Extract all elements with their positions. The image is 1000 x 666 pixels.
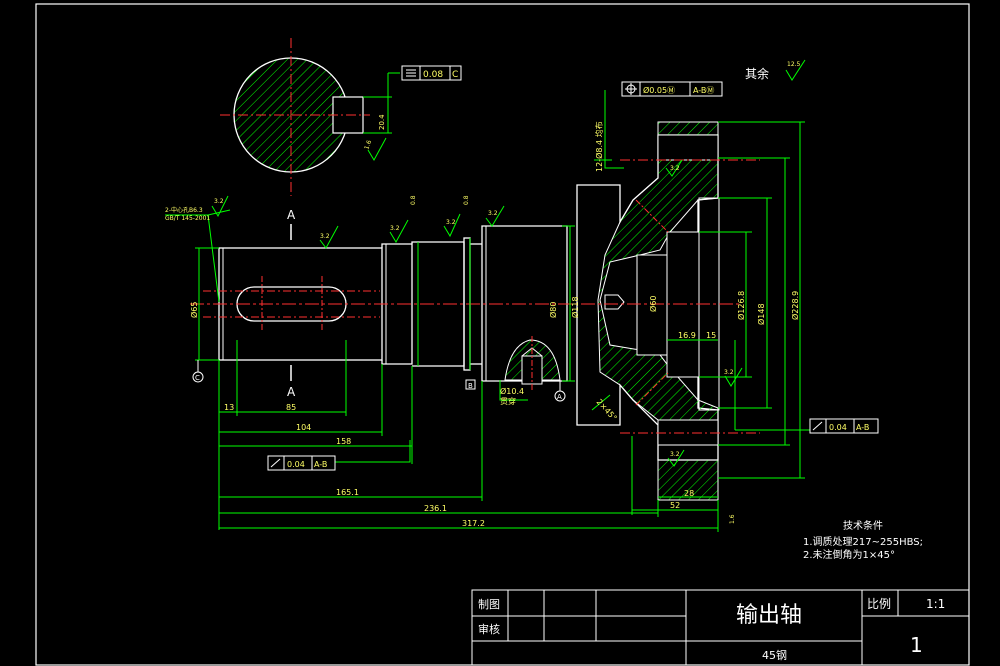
svg-text:3.2: 3.2 <box>488 210 498 217</box>
dimension-lines <box>165 90 810 532</box>
scale-label: 比例 <box>867 597 891 611</box>
svg-text:C: C <box>195 374 200 382</box>
svg-text:3.2: 3.2 <box>390 225 400 232</box>
svg-text:16.9: 16.9 <box>678 331 696 340</box>
svg-text:Ø10.4: Ø10.4 <box>500 386 524 396</box>
svg-text:0.08: 0.08 <box>423 70 443 80</box>
runout-tolerance-frame-right: 0.04 A-B <box>809 418 879 434</box>
part-name: 输出轴 <box>736 603 802 628</box>
svg-text:Ø60: Ø60 <box>648 296 658 312</box>
sheet-number: 1 <box>910 633 923 657</box>
svg-text:2.未注倒角为1×45°: 2.未注倒角为1×45° <box>803 548 895 561</box>
svg-text:13: 13 <box>224 403 234 412</box>
svg-text:85: 85 <box>286 403 296 412</box>
material: 45钢 <box>762 649 787 662</box>
svg-text:104: 104 <box>296 423 311 432</box>
svg-text:3.2: 3.2 <box>214 198 224 205</box>
other-surfaces-label: 其余 <box>745 66 769 81</box>
svg-text:1.6: 1.6 <box>729 514 736 524</box>
datum-markers: C B A <box>192 360 566 402</box>
svg-text:A-B: A-B <box>856 423 869 432</box>
svg-text:A: A <box>557 393 562 401</box>
svg-text:158: 158 <box>336 437 351 446</box>
svg-text:3.2: 3.2 <box>724 369 734 376</box>
svg-text:贯穿: 贯穿 <box>500 396 516 406</box>
svg-text:0.8: 0.8 <box>463 195 470 205</box>
svg-text:317.2: 317.2 <box>462 519 485 528</box>
svg-text:Ø0.05Ⓜ: Ø0.05Ⓜ <box>643 85 675 95</box>
title-block <box>471 589 970 666</box>
svg-text:技术条件: 技术条件 <box>843 519 883 532</box>
roughness-symbols <box>211 59 806 467</box>
svg-text:28: 28 <box>684 489 694 498</box>
svg-text:12.5: 12.5 <box>787 61 801 68</box>
svg-text:Ø148: Ø148 <box>756 303 766 325</box>
svg-text:Ø80: Ø80 <box>548 302 558 318</box>
svg-text:Ø228.9: Ø228.9 <box>790 291 800 320</box>
svg-text:C: C <box>452 70 458 80</box>
svg-text:0.8: 0.8 <box>410 195 417 205</box>
drawn-by-label: 制图 <box>478 598 500 611</box>
svg-text:1.调质处理217~255HBS;: 1.调质处理217~255HBS; <box>803 536 923 548</box>
svg-text:Ø126.8: Ø126.8 <box>736 291 746 320</box>
svg-text:0.04: 0.04 <box>287 460 305 469</box>
svg-text:3.2: 3.2 <box>320 233 330 240</box>
svg-text:A-B: A-B <box>314 460 327 469</box>
technical-requirements: 技术条件 1.调质处理217~255HBS; 2.未注倒角为1×45° <box>803 519 923 561</box>
svg-text:2×45°: 2×45° <box>595 397 619 422</box>
svg-text:15: 15 <box>706 331 716 340</box>
section-cut-top: A <box>287 208 296 222</box>
tapped-hole-section <box>504 336 561 390</box>
center-hole-note-1: 2-中心孔B6.3 <box>165 206 203 214</box>
svg-text:236.1: 236.1 <box>424 504 447 513</box>
svg-text:3.2: 3.2 <box>670 165 680 172</box>
center-hole-note-2: GB/T 145-2001 <box>165 215 210 222</box>
svg-text:165.1: 165.1 <box>336 488 359 497</box>
checked-by-label: 审核 <box>478 622 500 636</box>
symmetry-tolerance-frame: 0.08 C <box>401 65 462 81</box>
svg-text:3.2: 3.2 <box>446 219 456 226</box>
svg-text:B: B <box>468 382 473 390</box>
svg-text:Ø65: Ø65 <box>189 302 199 318</box>
drawing-border <box>35 3 970 666</box>
svg-text:0.04: 0.04 <box>829 423 847 432</box>
svg-text:A-BⓂ: A-BⓂ <box>693 86 714 95</box>
position-tolerance-frame: Ø0.05Ⓜ A-BⓂ <box>621 81 723 97</box>
runout-tolerance-frame-bottom: 0.04 A-B <box>267 455 336 471</box>
svg-text:Ø118: Ø118 <box>570 296 580 318</box>
svg-text:3.2: 3.2 <box>670 451 680 458</box>
section-cut-bottom: A <box>287 385 296 399</box>
keyway-dim: 20.4 <box>378 114 386 130</box>
svg-text:52: 52 <box>670 501 680 510</box>
svg-text:12-Ø8.4 均布: 12-Ø8.4 均布 <box>594 121 604 172</box>
section-view-a: 20.4 1.6 <box>220 38 400 196</box>
scale-value: 1:1 <box>926 597 945 611</box>
flange-section <box>576 121 760 501</box>
svg-text:1.6: 1.6 <box>363 139 373 151</box>
